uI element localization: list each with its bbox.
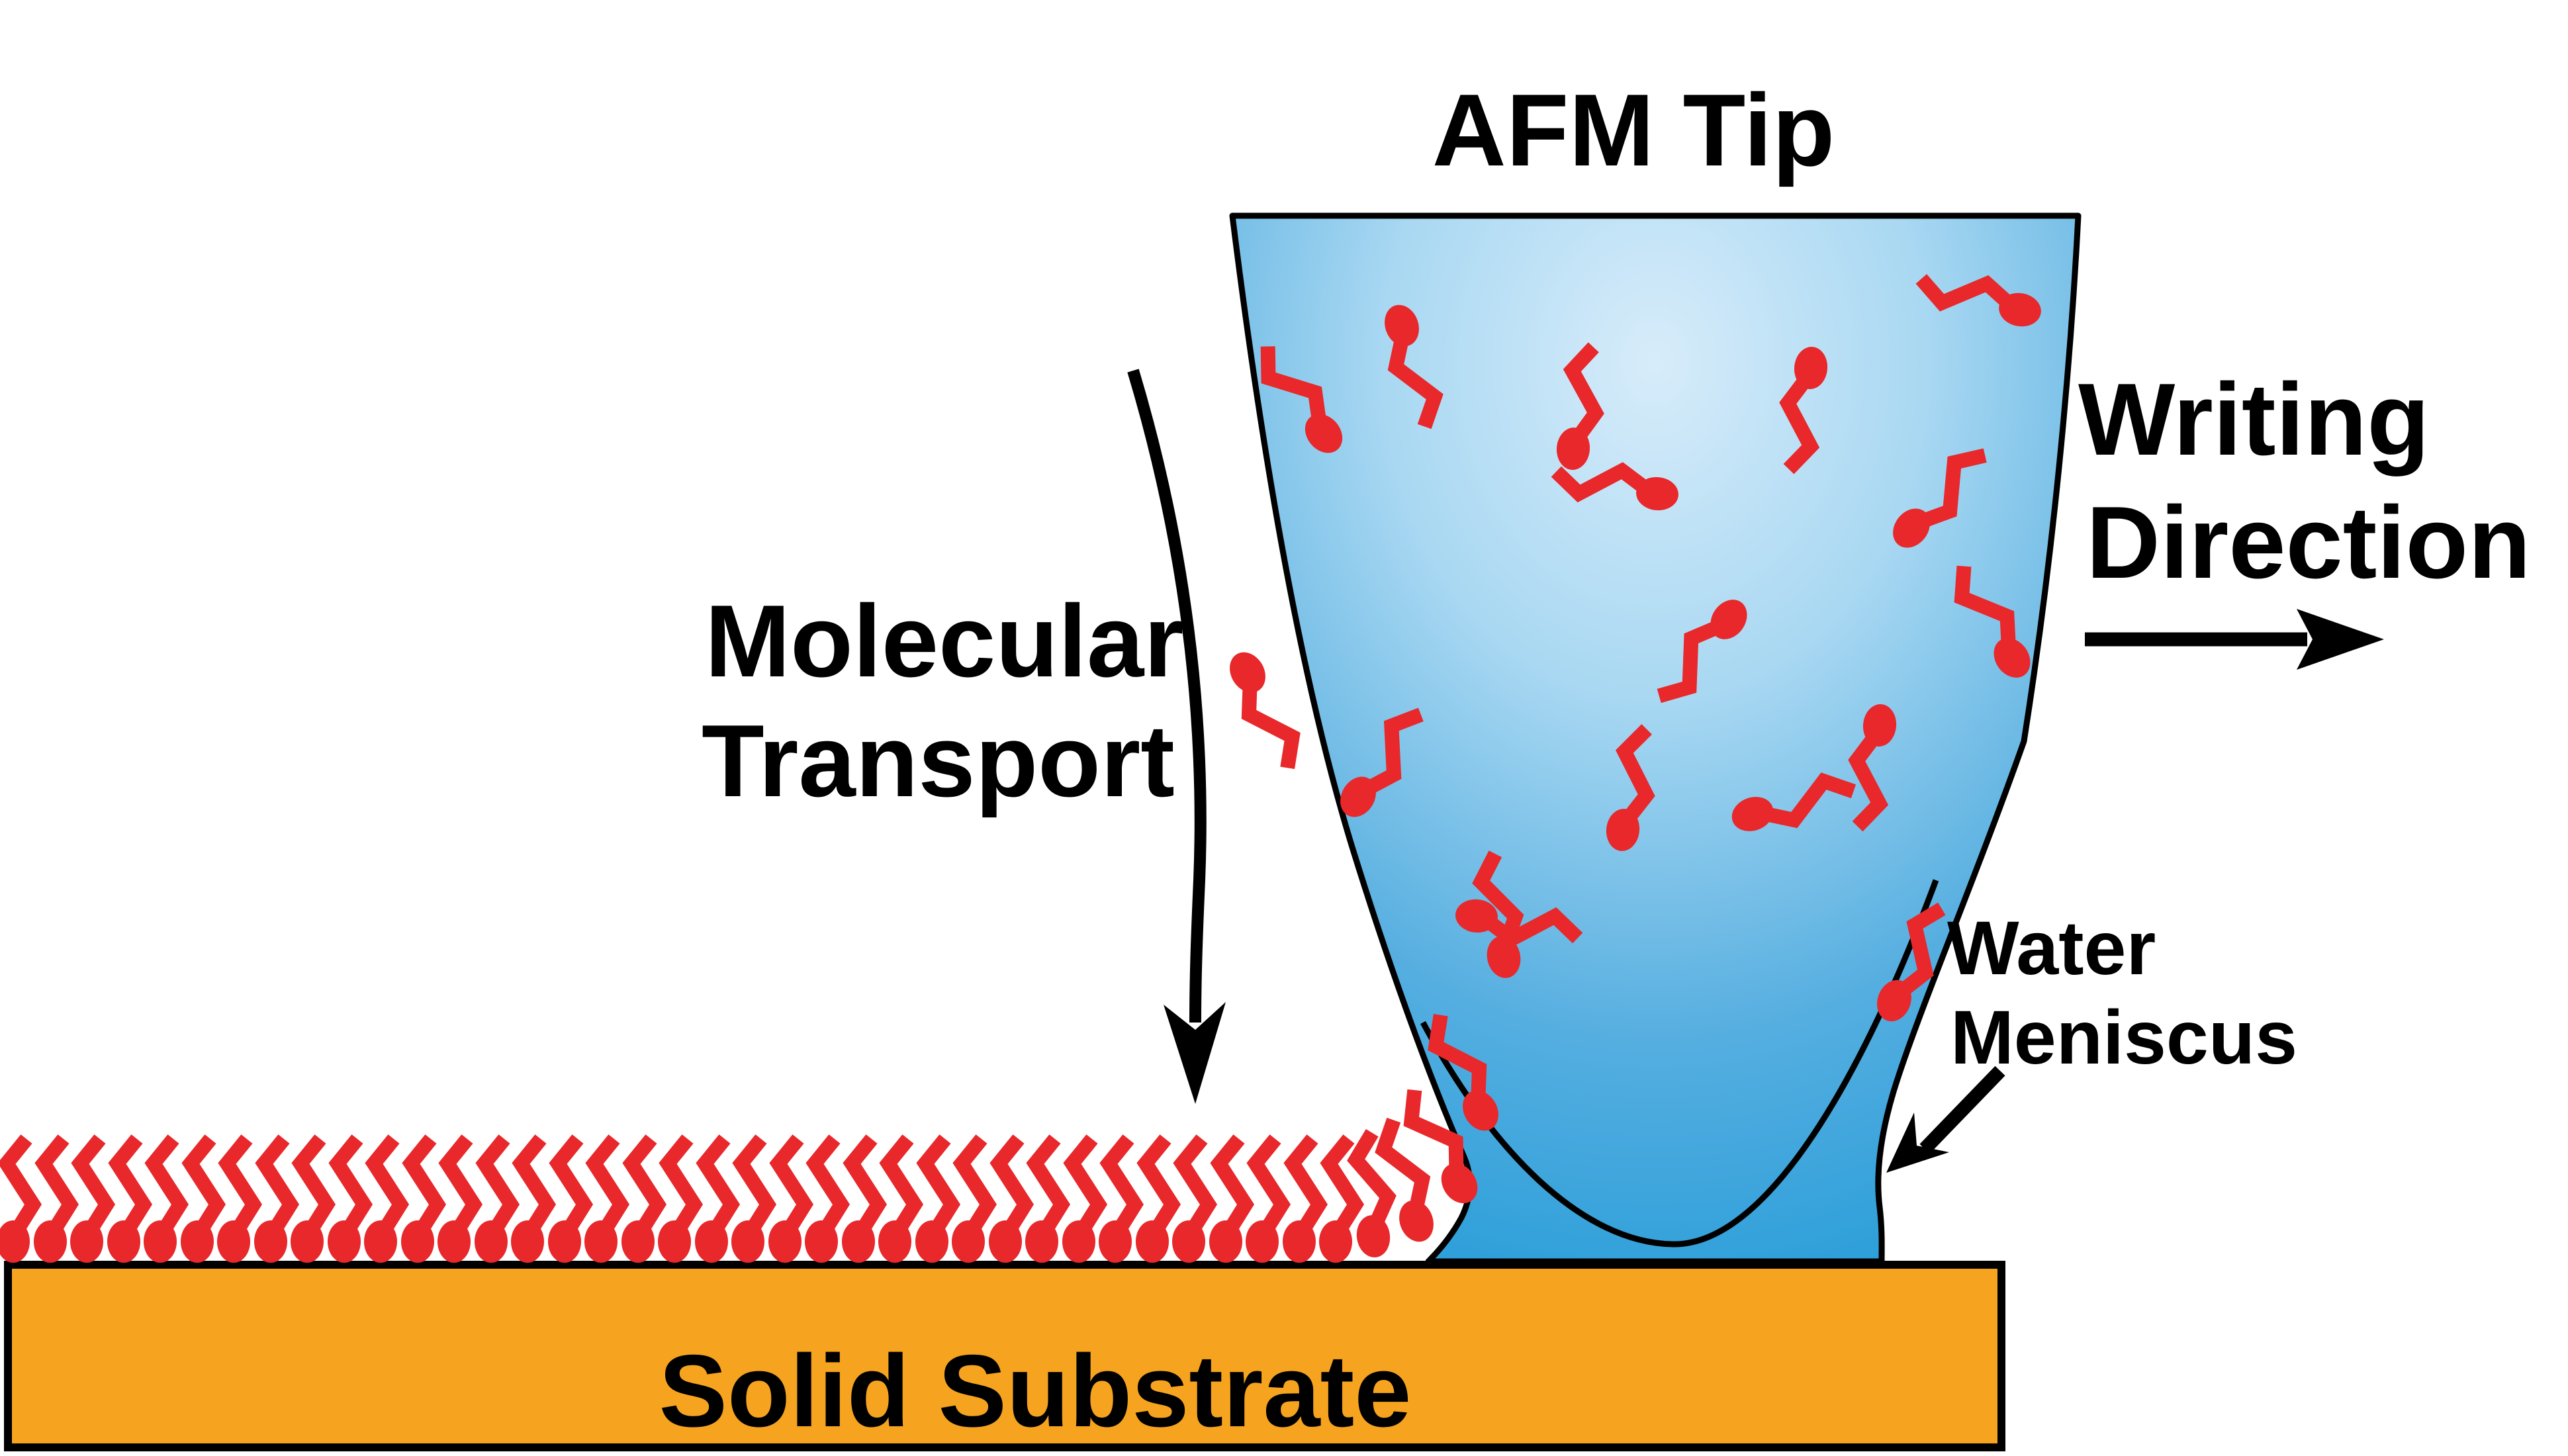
molecular-transport-label-line2: Transport	[702, 704, 1175, 818]
afm-tip-label: AFM Tip	[1432, 73, 1835, 187]
solid-substrate-label: Solid Substrate	[659, 1334, 1412, 1448]
writing-direction-label-line2: Direction	[2086, 485, 2531, 600]
molecular-transport-label-line1: Molecular	[705, 584, 1184, 698]
water-meniscus-arrow-icon	[1886, 1066, 2005, 1173]
tip-apex-outline	[1420, 879, 1939, 1248]
writing-direction-arrow-icon	[2085, 609, 2384, 670]
solid-substrate-bar	[4, 1261, 2005, 1451]
water-meniscus-label-line1: Water	[1947, 906, 2156, 991]
molecular-transport-arrow-icon	[1127, 369, 1226, 1104]
afm-tip-shape	[1229, 212, 2082, 1265]
water-meniscus-label-line2: Meniscus	[1950, 995, 2297, 1080]
writing-direction-label-line1: Writing	[2078, 362, 2430, 477]
